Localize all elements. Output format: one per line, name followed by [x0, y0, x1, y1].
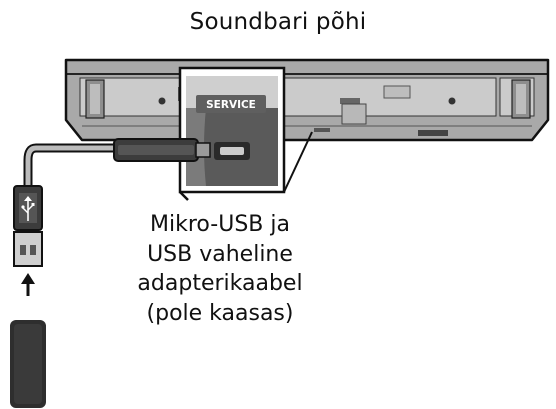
caption-line-1: Mikro-USB ja: [150, 212, 290, 237]
adapter-cable-caption: Mikro-USB ja USB vaheline adapterikaabel…: [108, 210, 332, 328]
caption-line-4: (pole kaasas): [146, 300, 294, 326]
soundbar-details: [158, 85, 456, 136]
service-label: SERVICE: [206, 99, 256, 111]
usb-symbol-icon: [21, 196, 35, 221]
micro-usb-plug: [113, 138, 211, 162]
up-arrow-icon: [21, 273, 35, 296]
caption-line-3: adapterikaabel: [137, 271, 303, 296]
phone-device-icon: [10, 320, 46, 408]
soundbar-feet: [85, 79, 531, 119]
service-port-callout: SERVICE: [178, 66, 313, 201]
diagram-title: Soundbari põhi: [189, 9, 367, 35]
micro-usb-port: [214, 142, 250, 160]
soundbar: [64, 58, 550, 142]
caption-line-2: USB vaheline: [147, 241, 293, 267]
adapter-cable: [23, 143, 125, 197]
